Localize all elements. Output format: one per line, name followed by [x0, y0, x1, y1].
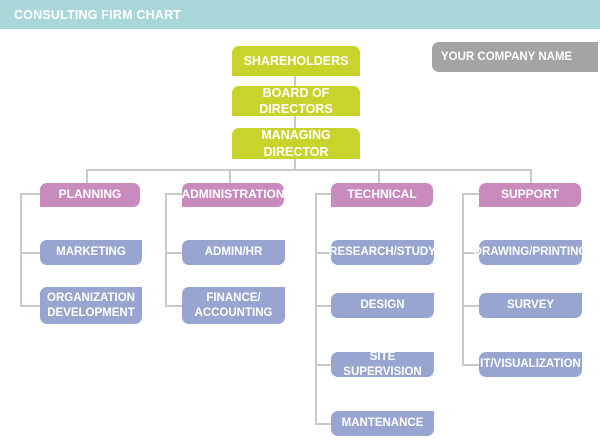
- sub-drawing-printing: DRAWING/PRINTING: [474, 240, 587, 265]
- connector-line: [315, 252, 331, 254]
- dept-support: SUPPORT: [479, 183, 581, 207]
- connector-line: [165, 305, 182, 307]
- sub-organization-development: ORGANIZATION DEVELOPMENT: [40, 287, 142, 324]
- chart-title: CONSULTING FIRM CHART: [14, 8, 182, 22]
- managing-director-box: MANAGING DIRECTOR: [232, 128, 360, 159]
- header-bar: CONSULTING FIRM CHART: [0, 0, 600, 29]
- sub-it-visualization: IT/VISUALIZATION: [479, 352, 582, 377]
- dept-administration: ADMINISTRATION: [181, 183, 285, 207]
- sub-research-study: RESEARCH/STUDY: [329, 240, 436, 265]
- sub-mantenance: MANTENANCE: [331, 411, 434, 436]
- shareholders-box: SHAREHOLDERS: [232, 46, 360, 76]
- connector-line: [20, 305, 40, 307]
- sub-marketing: MARKETING: [40, 240, 142, 265]
- connector-line: [229, 169, 231, 183]
- connector-line: [462, 305, 479, 307]
- connector-line: [315, 364, 331, 366]
- connector-line: [315, 193, 331, 195]
- connector-line: [86, 169, 88, 183]
- connector-line: [462, 193, 479, 195]
- connector-line: [378, 169, 380, 183]
- connector-line: [462, 364, 479, 366]
- sub-admin-hr: ADMIN/HR: [182, 240, 285, 265]
- connector-line: [20, 193, 40, 195]
- dept-planning: PLANNING: [40, 183, 140, 207]
- connector-line: [462, 252, 479, 254]
- connector-line: [165, 193, 182, 195]
- connector-line: [315, 423, 331, 425]
- connector-line: [315, 305, 331, 307]
- connector-line: [294, 76, 296, 170]
- connector-line: [20, 193, 22, 306]
- board-of-directors-box: BOARD OF DIRECTORS: [232, 86, 360, 116]
- sub-survey: SURVEY: [479, 293, 582, 318]
- connector-line: [20, 252, 40, 254]
- company-name-tag: YOUR COMPANY NAME: [432, 42, 598, 72]
- connector-line: [86, 169, 532, 171]
- connector-line: [315, 193, 317, 425]
- connector-line: [530, 169, 532, 183]
- sub-design: DESIGN: [331, 293, 434, 318]
- connector-line: [165, 193, 167, 306]
- connector-line: [165, 252, 182, 254]
- dept-technical: TECHNICAL: [331, 183, 433, 207]
- sub-site-supervision: SITE SUPERVISION: [331, 351, 434, 378]
- sub-finance-accounting: FINANCE/ ACCOUNTING: [182, 287, 285, 324]
- connector-line: [462, 193, 464, 366]
